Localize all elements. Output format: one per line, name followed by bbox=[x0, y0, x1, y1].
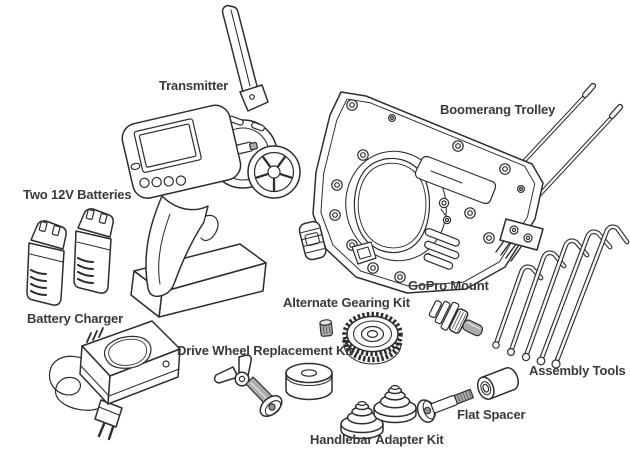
label-drive-wheel-replacement-kit: Drive Wheel Replacement Kit bbox=[177, 343, 353, 358]
label-assembly-tools: Assembly Tools bbox=[529, 363, 626, 378]
label-transmitter: Transmitter bbox=[159, 78, 229, 93]
assembly-tools-illustration bbox=[492, 224, 630, 369]
label-gopro-mount: GoPro Mount bbox=[408, 278, 489, 293]
gopro-mount-illustration bbox=[428, 300, 484, 337]
drive-wheel-kit-illustration bbox=[213, 354, 333, 418]
boomerang-trolley-illustration bbox=[298, 82, 624, 294]
flat-spacer-illustration bbox=[416, 367, 519, 423]
handlebar-adapter-kit-illustration bbox=[340, 384, 417, 440]
transmitter-illustration bbox=[121, 4, 301, 318]
alternate-gearing-kit-illustration bbox=[319, 311, 403, 365]
label-battery-charger: Battery Charger bbox=[27, 311, 124, 326]
battery-charger-illustration bbox=[48, 320, 181, 441]
batteries-illustration bbox=[26, 207, 115, 306]
label-alternate-gearing-kit: Alternate Gearing Kit bbox=[283, 295, 410, 310]
label-two-12v-batteries: Two 12V Batteries bbox=[23, 187, 132, 202]
label-handlebar-adapter-kit: Handlebar Adapter Kit bbox=[310, 432, 444, 447]
label-boomerang-trolley: Boomerang Trolley bbox=[440, 102, 556, 117]
label-flat-spacer: Flat Spacer bbox=[457, 407, 526, 422]
